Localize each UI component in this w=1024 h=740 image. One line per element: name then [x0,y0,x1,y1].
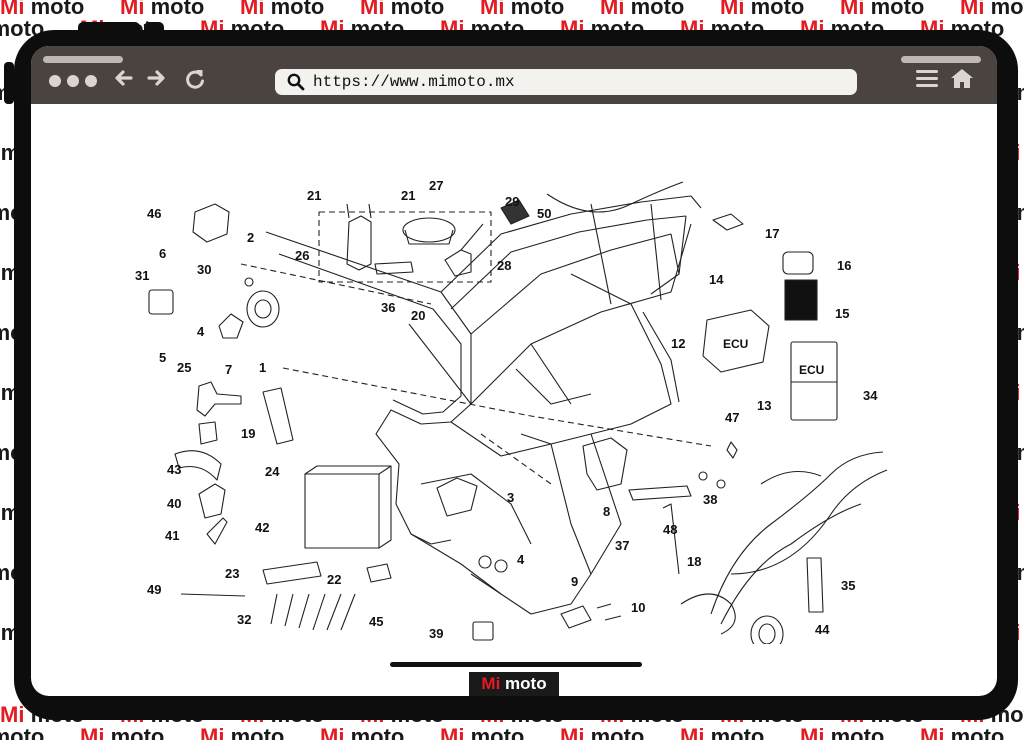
parts-diagram: 1234456789101213141516171819202121222324… [135,178,888,644]
watermark-text: Mi moto [440,724,525,740]
callout-label-17: 17 [765,226,779,241]
watermark-text: Mi moto [200,724,285,740]
watermark-text: Mi moto [840,0,925,19]
callout-label-42: 42 [255,520,269,535]
callout-label-14: 14 [709,272,724,287]
callout-label-16: 16 [837,258,851,273]
url-text: https://www.mimoto.mx [313,73,515,91]
ecu-module-label: ECU [723,337,748,351]
watermark-text: Mi moto [480,0,565,19]
callout-label-24: 24 [265,464,280,479]
browser-toolbar: https://www.mimoto.mx [31,46,997,104]
tablet-notch-left [78,22,140,38]
window-dot-2 [67,75,79,87]
callout-label-31: 31 [135,268,149,283]
watermark-text: Mi moto [960,0,1024,19]
callout-label-39: 39 [429,626,443,641]
callout-label-38: 38 [703,492,717,507]
callout-label-9: 9 [571,574,578,589]
diagram-frame-drawing [148,181,888,644]
callout-label-46: 46 [147,206,161,221]
home-icon[interactable] [949,67,975,89]
watermark-text: Mi moto [720,0,805,19]
menu-icon[interactable] [915,67,939,89]
callout-label-18: 18 [687,554,701,569]
callout-label-26: 26 [295,248,309,263]
callout-label-35: 35 [841,578,855,593]
callout-label-15: 15 [835,306,849,321]
callout-label-21: 21 [401,188,415,203]
callout-label-43: 43 [167,462,181,477]
callout-label-3: 3 [507,490,514,505]
callout-label-28: 28 [497,258,511,273]
callout-label-41: 41 [165,528,179,543]
callout-label-8: 8 [603,504,610,519]
callout-label-44: 44 [815,622,830,637]
callout-label-4: 4 [517,552,525,567]
callout-label-5: 5 [159,350,166,365]
home-indicator-bar[interactable] [390,662,642,667]
callout-label-29: 29 [505,194,519,209]
callout-label-6: 6 [159,246,166,261]
callout-label-48: 48 [663,522,677,537]
callout-label-12: 12 [671,336,685,351]
callout-label-19: 19 [241,426,255,441]
callout-label-25: 25 [177,360,191,375]
window-dot-3 [85,75,97,87]
watermark-text: Mi moto [800,724,885,740]
callout-label-21: 21 [307,188,321,203]
watermark-text: Mi moto [680,724,765,740]
watermark-text: Mi moto [80,724,165,740]
brand-logo: Mi moto [469,672,559,696]
callout-label-47: 47 [725,410,739,425]
watermark-text: Mi moto [0,724,45,740]
watermark-text: Mi moto [0,0,85,19]
callout-label-2: 2 [247,230,254,245]
callout-label-27: 27 [429,178,443,193]
callout-label-10: 10 [631,600,645,615]
callout-label-37: 37 [615,538,629,553]
callout-label-7: 7 [225,362,232,377]
callout-label-22: 22 [327,572,341,587]
forward-arrow-icon[interactable] [145,67,167,89]
tablet-screen: https://www.mimoto.mx [31,46,997,696]
tab-indicator-left [43,56,123,63]
tablet-notch-right [144,22,164,38]
callout-label-32: 32 [237,612,251,627]
callout-label-30: 30 [197,262,211,277]
callout-label-45: 45 [369,614,383,629]
tab-indicator-right [901,56,981,63]
callout-label-34: 34 [863,388,878,403]
tablet-side-button [4,62,14,104]
callout-label-4: 4 [197,324,205,339]
watermark-text: Mi moto [560,724,645,740]
callout-label-50: 50 [537,206,551,221]
refresh-icon[interactable] [183,67,207,91]
callout-label-1: 1 [259,360,266,375]
callout-label-13: 13 [757,398,771,413]
ecu-box-label: ECU [799,363,824,377]
callout-label-36: 36 [381,300,395,315]
back-arrow-icon[interactable] [113,67,135,89]
callout-label-49: 49 [147,582,161,597]
watermark-text: Mi moto [240,0,325,19]
address-bar[interactable]: https://www.mimoto.mx [275,69,857,95]
watermark-text: Mi moto [360,0,445,19]
watermark-text: Mi moto [600,0,685,19]
search-icon [287,73,305,91]
watermark-text: Mi moto [920,724,1005,740]
callout-label-20: 20 [411,308,425,323]
callout-label-40: 40 [167,496,181,511]
watermark-text: Mi moto [120,0,205,19]
window-dot-1 [49,75,61,87]
callout-label-23: 23 [225,566,239,581]
watermark-text: Mi moto [320,724,405,740]
